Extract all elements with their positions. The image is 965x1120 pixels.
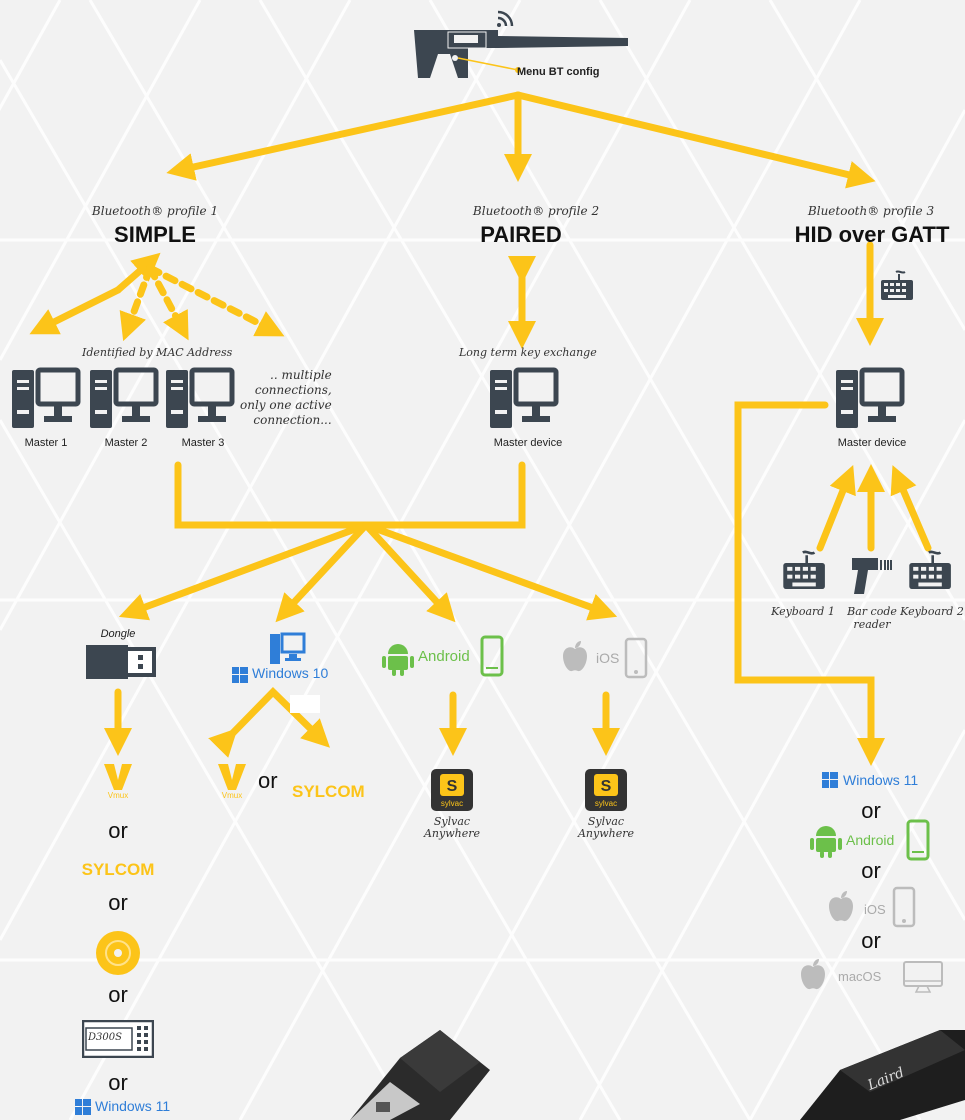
vmux-label: Vmux bbox=[107, 791, 129, 800]
cd-icon bbox=[96, 931, 140, 975]
sylcom-logo: SYLCOM bbox=[292, 782, 365, 801]
computer-icon bbox=[836, 366, 906, 434]
or-text: or bbox=[108, 1070, 128, 1095]
profile-3-label: Bluetooth® profile 3 bbox=[807, 204, 935, 218]
dongle-label: Dongle bbox=[100, 628, 136, 640]
computer-icon bbox=[166, 366, 236, 434]
master-2-label: Master 2 bbox=[104, 437, 148, 449]
sylcom-logo: SYLCOM bbox=[81, 860, 155, 879]
arrow-to-simple bbox=[166, 91, 522, 181]
keyboard-icon bbox=[908, 550, 952, 597]
android-icon bbox=[810, 826, 842, 858]
dongle-icon bbox=[86, 645, 156, 679]
hid-master-label: Master device bbox=[837, 437, 907, 449]
pc-icon bbox=[270, 632, 306, 664]
or-text: or bbox=[861, 858, 881, 883]
hid-windows-11-label: Windows 11 bbox=[843, 772, 919, 788]
svg-text:sylvac: sylvac bbox=[595, 799, 617, 808]
apple-icon bbox=[563, 641, 587, 672]
computer-icon bbox=[490, 366, 560, 434]
android-icon bbox=[382, 644, 414, 676]
ios-label: iOS bbox=[596, 650, 620, 666]
hid-ios-label: iOS bbox=[864, 902, 886, 917]
vmux-label: Vmux bbox=[221, 791, 243, 800]
svg-text:sylvac: sylvac bbox=[441, 799, 463, 808]
sylvac-anywhere-app-icon: S sylvac bbox=[585, 769, 627, 811]
sylvac-anywhere-app-icon: S sylvac bbox=[431, 769, 473, 811]
phone-icon bbox=[480, 635, 504, 677]
svg-text:S: S bbox=[447, 778, 458, 795]
profile-1-label: Bluetooth® profile 1 bbox=[91, 204, 219, 218]
usb-dongle-photo bbox=[350, 1030, 490, 1120]
arrow-to-hid bbox=[514, 91, 876, 189]
identified-by-mac-label: Identified by MAC Address bbox=[82, 346, 233, 359]
vmux-logo-icon bbox=[218, 764, 246, 790]
d300s-label: D300S bbox=[88, 1032, 122, 1043]
phone-icon bbox=[624, 637, 648, 679]
profile-2-label: Bluetooth® profile 2 bbox=[472, 204, 600, 218]
barcode-reader-icon bbox=[852, 558, 892, 594]
apple-icon bbox=[801, 959, 825, 990]
or-text: or bbox=[108, 890, 128, 915]
caliper-icon bbox=[414, 10, 628, 78]
menu-bt-config-label: Menu BT config bbox=[517, 66, 600, 78]
apple-icon bbox=[829, 891, 853, 922]
d300s-display-icon bbox=[82, 1020, 154, 1058]
computer-icon bbox=[90, 366, 160, 434]
or-text: or bbox=[861, 798, 881, 823]
computer-icon bbox=[12, 366, 82, 434]
windows-logo-icon bbox=[822, 772, 838, 788]
laird-dongle-photo: Laird bbox=[800, 1030, 965, 1120]
windows-11-label: Windows 11 bbox=[95, 1098, 171, 1114]
keyboard-icon bbox=[782, 550, 826, 597]
or-text: or bbox=[108, 818, 128, 843]
long-term-key-label: Long term key exchange bbox=[459, 346, 597, 359]
or-text: or bbox=[861, 928, 881, 953]
or-text: or bbox=[258, 768, 278, 793]
android-label: Android bbox=[418, 648, 470, 665]
hid-macos-label: macOS bbox=[838, 969, 882, 984]
profile-3-name: HID over GATT bbox=[794, 222, 950, 247]
phone-icon bbox=[906, 819, 930, 861]
windows-logo-icon bbox=[75, 1099, 91, 1115]
profile-1-name: SIMPLE bbox=[114, 222, 196, 247]
paired-master-label: Master device bbox=[493, 437, 563, 449]
windows-logo-icon bbox=[232, 667, 248, 683]
white-box bbox=[290, 695, 320, 713]
windows-10-label: Windows 10 bbox=[252, 665, 329, 681]
keyboard-2-label: Keyboard 2 bbox=[900, 605, 964, 618]
keyboard-1-label: Keyboard 1 bbox=[771, 605, 835, 618]
or-text: or bbox=[108, 982, 128, 1007]
phone-icon bbox=[892, 886, 916, 928]
profile-2-name: PAIRED bbox=[480, 222, 562, 247]
svg-text:S: S bbox=[601, 778, 612, 795]
monitor-icon bbox=[903, 961, 943, 993]
vmux-logo-icon bbox=[104, 764, 132, 790]
master-1-label: Master 1 bbox=[24, 437, 68, 449]
hid-android-label: Android bbox=[846, 832, 895, 848]
master-3-label: Master 3 bbox=[181, 437, 225, 449]
keyboard-icon bbox=[880, 270, 914, 306]
